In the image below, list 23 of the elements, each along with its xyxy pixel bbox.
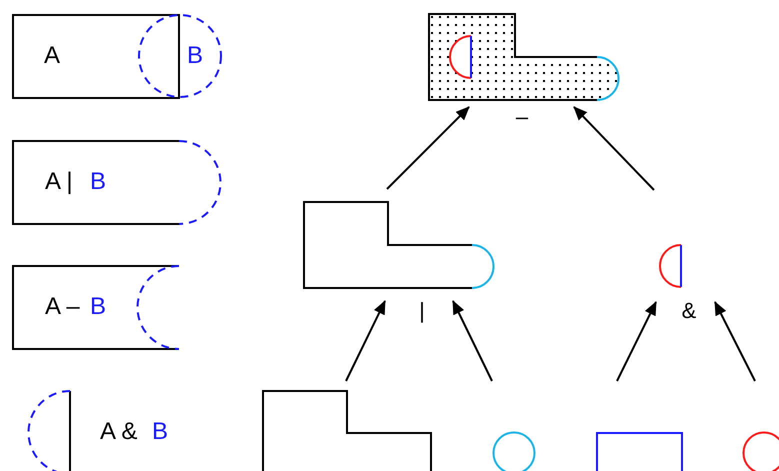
arrow — [345, 300, 386, 382]
arrow — [452, 300, 493, 382]
half-disc-shape — [658, 244, 684, 288]
l-shape — [262, 390, 433, 471]
arrow — [386, 106, 470, 190]
union-result-shape — [303, 201, 495, 289]
operator-label: – — [516, 104, 528, 130]
shape-label: A – — [45, 293, 80, 321]
shape-label: B — [90, 293, 106, 321]
operator-label: & — [682, 298, 696, 324]
arrow — [616, 301, 657, 382]
shape-label: A — [44, 42, 60, 70]
operator-label: A & — [100, 419, 138, 445]
dashed-circle — [137, 14, 223, 100]
intersection-shape — [27, 390, 72, 471]
shape-label: B — [187, 42, 204, 70]
operator-label: | — [419, 298, 425, 324]
arrow — [714, 301, 756, 382]
operator-label: B — [152, 419, 168, 445]
difference-shape — [12, 265, 180, 351]
arrow — [573, 106, 655, 191]
dotted-result-shape — [428, 13, 621, 101]
rectangle-shape — [12, 14, 180, 99]
